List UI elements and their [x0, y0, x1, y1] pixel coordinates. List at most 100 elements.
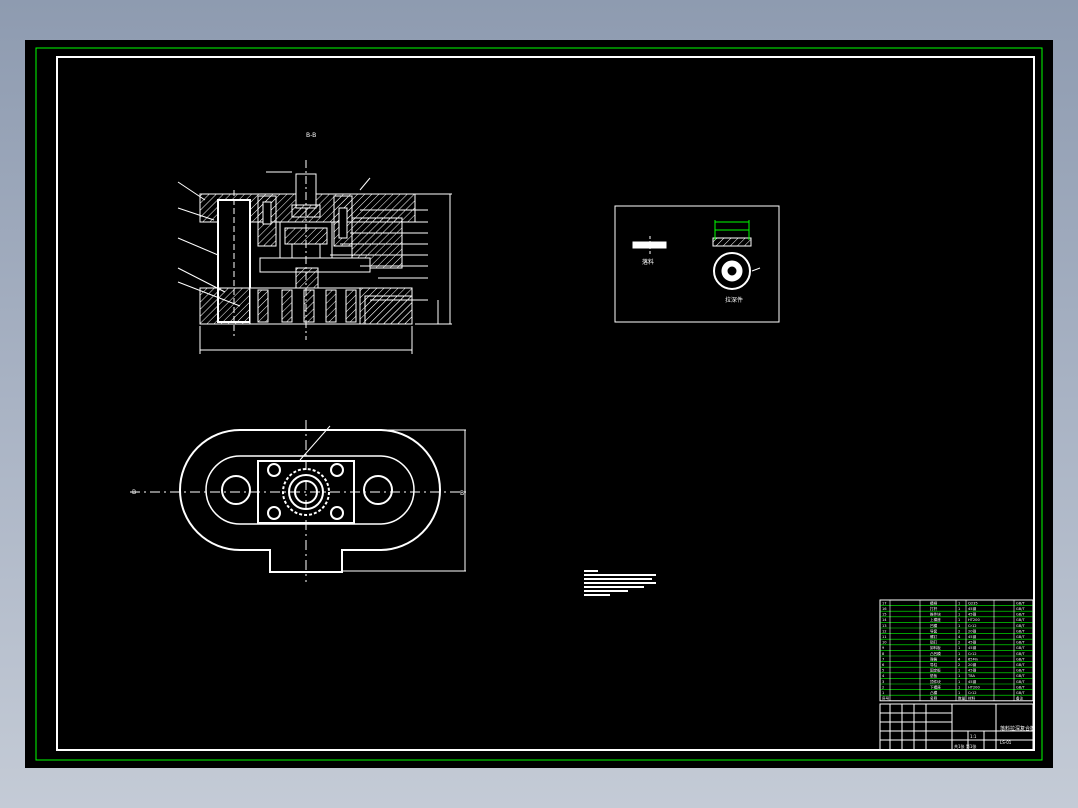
- bom-cell-name: 凹模: [930, 623, 938, 628]
- title-block: 落料拉深复合模 LS-01 1:1 共1张 第1张: [879, 703, 1035, 751]
- bom-cell-no: 2: [882, 685, 884, 689]
- bom-cell-no: 9: [882, 646, 885, 650]
- bom-cell-qty: 1: [958, 674, 960, 678]
- bom-cell-name: 推件块: [930, 612, 941, 617]
- svg-text:B: B: [132, 489, 136, 496]
- bom-cell-no: 3: [882, 680, 884, 684]
- bom-cell-no: 6: [882, 663, 885, 667]
- drawing-frame: [56, 56, 1035, 751]
- bom-cell-remark: GB/T: [1016, 646, 1025, 650]
- bom-cell-material: 20钢: [968, 628, 977, 633]
- bom-cell-name: 凸凹模: [930, 651, 941, 656]
- bom-cell-no: 7: [882, 657, 884, 661]
- bom-cell-qty: 1: [958, 613, 960, 617]
- bom-cell-no: 14: [882, 618, 887, 622]
- lower-die-outline: [179, 429, 441, 573]
- bom-cell-qty: 1: [958, 607, 960, 611]
- title-block-name: 落料拉深复合模: [1000, 725, 1035, 732]
- bom-cell-material: Cr12: [968, 652, 977, 656]
- bom-cell-material: 45钢: [968, 612, 977, 617]
- bom-cell-material: 材料: [968, 696, 976, 701]
- bom-cell-material: 45钢: [968, 645, 977, 650]
- bom-cell-material: Q235: [968, 601, 978, 605]
- bom-cell-remark: GB/T: [1016, 685, 1025, 689]
- bom-cell-name: 下模座: [930, 684, 941, 689]
- bom-cell-name: 卸料板: [930, 645, 941, 650]
- bom-cell-name: 固定板: [930, 668, 941, 673]
- bom-cell-material: Cr12: [968, 624, 977, 628]
- sheet-border: [35, 47, 1043, 761]
- bom-cell-qty: 1: [958, 624, 960, 628]
- part-views: 落料 拉深件: [614, 205, 780, 323]
- bom-cell-name: 上模座: [930, 617, 941, 622]
- bom-cell-material: 20钢: [968, 662, 977, 667]
- bom-cell-name: 销钉: [930, 640, 938, 645]
- bom-cell-qty: 2: [958, 641, 960, 645]
- bom-cell-remark: GB/T: [1016, 657, 1025, 661]
- bom-cell-material: Cr12: [968, 691, 977, 695]
- bom-cell-qty: 1: [958, 685, 960, 689]
- bom-cell-no: 5: [882, 669, 884, 673]
- guide-hole-left: [221, 475, 251, 505]
- bom-cell-remark: GB/T: [1016, 663, 1025, 667]
- bom-cell-qty: 1: [958, 652, 960, 656]
- bom-cell-qty: 4: [958, 657, 961, 661]
- bom-cell-no: 12: [882, 629, 887, 633]
- bom-cell-remark: GB/T: [1016, 629, 1025, 633]
- drawn-part-plan: [713, 252, 751, 290]
- bom-cell-qty: 1: [958, 618, 960, 622]
- bom-cell-qty: 4: [958, 635, 961, 639]
- bom-cell-no: 10: [882, 641, 887, 645]
- bom-cell-name: 打杆: [930, 606, 938, 611]
- bom-cell-material: 45钢: [968, 668, 977, 673]
- bom-cell-qty: 1: [958, 646, 960, 650]
- bom-cell-material: 45钢: [968, 679, 977, 684]
- bom-cell-name: 导套: [930, 628, 938, 633]
- bom-cell-material: HT200: [968, 618, 980, 622]
- bom-cell-remark: GB/T: [1016, 641, 1025, 645]
- bom-cell-no: 1: [882, 691, 884, 695]
- bom-cell-name: 导柱: [930, 662, 938, 667]
- front-section-view: B-B: [177, 132, 452, 354]
- sheet-info: 共1张 第1张: [954, 743, 976, 749]
- bom-cell-qty: 数量: [958, 696, 966, 701]
- bom-cell-name: 名称: [930, 696, 938, 701]
- bom-cell-no: 16: [882, 607, 887, 611]
- bom-cell-remark: GB/T: [1016, 624, 1025, 628]
- bom-cell-name: 凸模: [930, 690, 938, 695]
- section-label: B-B: [306, 132, 316, 139]
- part-view-frame: [614, 205, 780, 323]
- drawn-part-section: [712, 237, 752, 247]
- bom-cell-remark: GB/T: [1016, 652, 1025, 656]
- bom-cell-remark: GB/T: [1016, 680, 1025, 684]
- bom-cell-material: 45钢: [968, 606, 977, 611]
- bom-cell-name: 弹簧: [930, 656, 938, 661]
- bom-cell-remark: GB/T: [1016, 674, 1025, 678]
- bom-cell-remark: GB/T: [1016, 691, 1025, 695]
- bom-cell-qty: 2: [958, 629, 960, 633]
- bom-cell-material: 65Mn: [968, 657, 978, 661]
- bom-cell-no: 17: [882, 601, 887, 605]
- bom-cell-name: 垫板: [930, 673, 938, 678]
- technical-notes: [584, 570, 656, 596]
- bom-cell-name: 顶件块: [930, 679, 941, 684]
- bom-cell-remark: GB/T: [1016, 669, 1025, 673]
- bom-cell-no: 4: [882, 674, 885, 678]
- bom-cell-name: 模柄: [930, 600, 938, 605]
- view-label-drawn: 拉深件: [725, 296, 743, 304]
- bom-cell-remark: GB/T: [1016, 607, 1025, 611]
- bom-cell-name: 螺钉: [930, 634, 938, 639]
- bom-cell-qty: 2: [958, 663, 960, 667]
- drawing-number: LS-01: [1000, 740, 1012, 745]
- bom-cell-no: 15: [882, 613, 887, 617]
- bom-cell-remark: 备注: [1016, 696, 1024, 701]
- bom-cell-no: 11: [882, 635, 887, 639]
- bom-cell-material: 45钢: [968, 634, 977, 639]
- cad-canvas[interactable]: [25, 40, 1053, 768]
- bom-cell-material: 45钢: [968, 640, 977, 645]
- bom-cell-remark: GB/T: [1016, 635, 1025, 639]
- view-label-blank: 落料: [642, 258, 654, 266]
- bom-cell-qty: 1: [958, 691, 960, 695]
- bom-cell-qty: 1: [958, 601, 960, 605]
